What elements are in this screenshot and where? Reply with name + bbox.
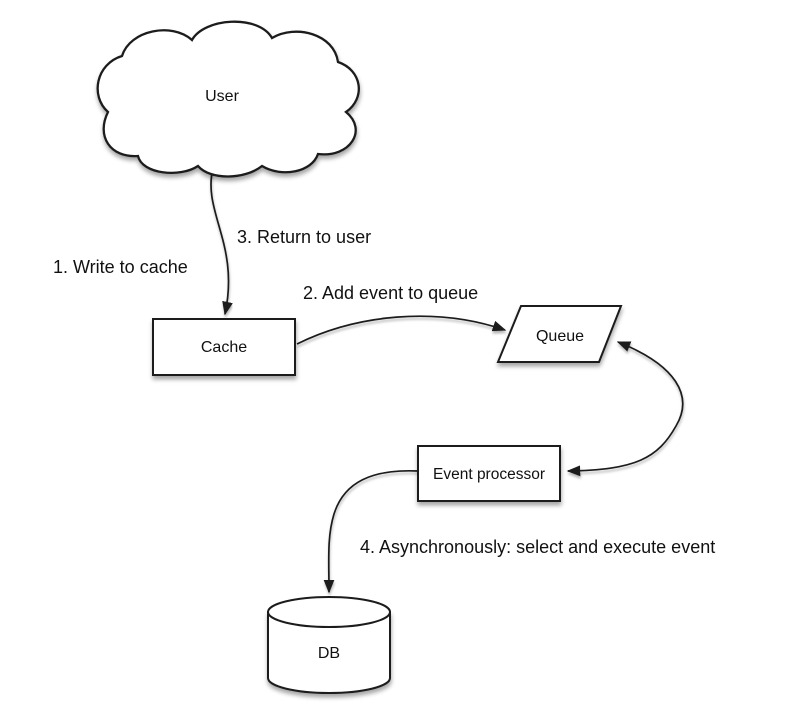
db-cylinder-body-shape — [267, 611, 391, 694]
queue-label: Queue — [536, 328, 584, 345]
cache-label: Cache — [201, 339, 247, 356]
step2-label: 2. Add event to queue — [303, 283, 478, 303]
node-user: User — [96, 20, 360, 178]
db-cylinder-top-shape — [267, 596, 391, 628]
edge-user-to-cache — [210, 167, 233, 316]
edges — [210, 167, 684, 594]
node-db: DB — [267, 596, 391, 694]
event-processor-box-shape — [417, 445, 561, 502]
edge-queue-event-processor-double-arrow — [566, 341, 684, 477]
step1-label: 1. Write to cache — [53, 257, 188, 277]
user-label: User — [205, 88, 239, 105]
node-cache: Cache — [152, 318, 296, 376]
db-label: DB — [318, 645, 340, 662]
step3-label: 3. Return to user — [237, 227, 371, 247]
queue-parallelogram-shape — [496, 305, 623, 363]
node-queue: Queue — [496, 305, 623, 363]
cache-box-shape — [152, 318, 296, 376]
edge-event-processor-to-db — [323, 469, 419, 594]
step4-label: 4. Asynchronously: select and execute ev… — [360, 537, 715, 557]
event-processor-label: Event processor — [433, 466, 545, 483]
step-labels: 1. Write to cache 2. Add event to queue … — [53, 227, 715, 557]
node-event-processor: Event processor — [417, 445, 561, 502]
edge-cache-to-queue — [296, 315, 507, 345]
user-cloud-shape — [96, 20, 360, 178]
